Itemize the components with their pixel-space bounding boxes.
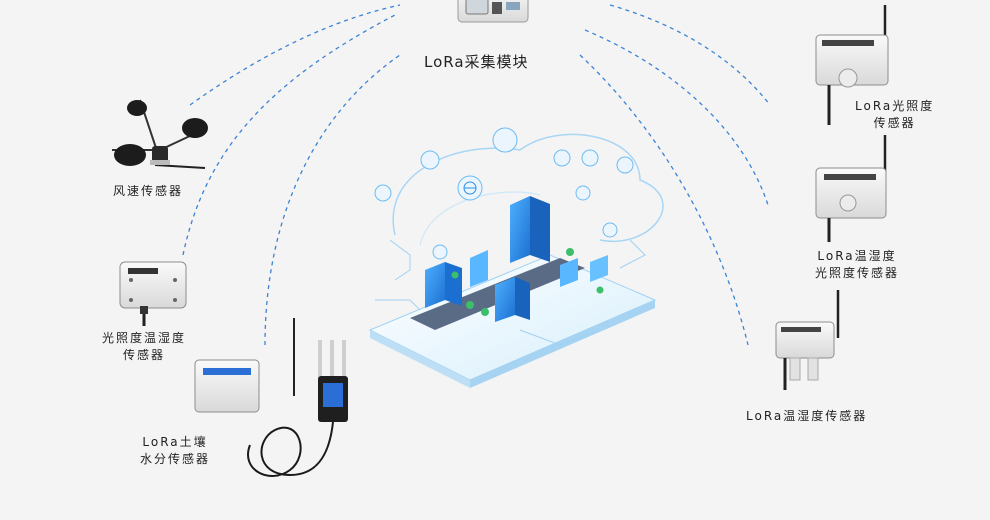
soil-sensor-device: [194, 318, 348, 477]
label-line: 风速传感器: [113, 184, 184, 198]
label-wind-sensor: 风速传感器: [113, 183, 183, 200]
label-line: 水分传感器: [140, 452, 211, 466]
label-line: 传感器: [873, 116, 916, 130]
label-light-sensor: LoRa光照度 传感器: [855, 98, 934, 132]
gateway-device: [457, 0, 529, 23]
label-line: 光照度传感器: [815, 266, 900, 280]
th-sensor-device: [775, 290, 840, 390]
anemometer-device: [112, 99, 208, 169]
wireless-links: [182, 4, 771, 346]
link-wind: [189, 4, 401, 106]
link-light: [609, 4, 771, 106]
label-line: 光照度温湿度: [102, 331, 187, 345]
gateway-label: LoRa采集模块: [424, 53, 529, 71]
label-line: 传感器: [123, 348, 166, 362]
smart-city-illustration: [368, 127, 664, 388]
link-soil: [264, 54, 401, 346]
link-th: [579, 54, 749, 346]
label-line: LoRa光照度: [855, 99, 935, 113]
link-th-light: [584, 29, 769, 206]
label-light-th-left: 光照度温湿度 传感器: [102, 330, 186, 364]
label-line: LoRa温湿度传感器: [746, 409, 868, 423]
label-soil-sensor: LoRa土壤 水分传感器: [140, 434, 210, 468]
light-th-left-device: [119, 261, 187, 326]
link-light-th-left: [182, 14, 396, 256]
label-th-light-sensor: LoRa温湿度 光照度传感器: [815, 248, 899, 282]
label-line: LoRa温湿度: [817, 249, 897, 263]
th-light-sensor-device: [815, 135, 887, 242]
label-line: LoRa土壤: [142, 435, 208, 449]
light-sensor-device: [815, 5, 889, 125]
label-th-sensor: LoRa温湿度传感器: [746, 408, 867, 425]
